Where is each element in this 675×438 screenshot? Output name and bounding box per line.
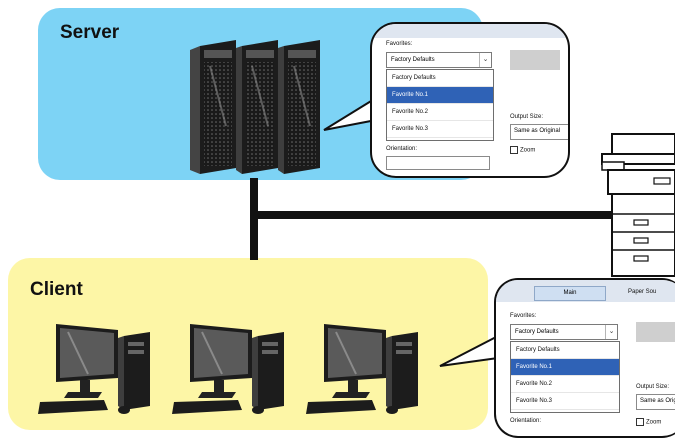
server-rack-icon — [190, 40, 320, 174]
dropdown-option-factory-defaults[interactable]: Factory Defaults — [387, 70, 493, 87]
multifunction-printer-icon — [601, 133, 675, 277]
zoom-checkbox[interactable] — [510, 146, 518, 154]
zoom-label: Zoom — [646, 419, 662, 426]
dropdown-option-favorite-2[interactable]: Favorite No.2 — [511, 376, 619, 393]
client-label: Client — [30, 279, 83, 300]
favorites-dropdown[interactable]: Factory Defaults Favorite No.1 Favorite … — [386, 69, 494, 141]
toolbar-block — [510, 50, 560, 70]
dropdown-option-favorite-1[interactable]: Favorite No.1 — [511, 359, 619, 376]
output-size-label: Output Size: — [636, 384, 670, 390]
desktop-computer-icon — [38, 324, 150, 414]
chevron-down-icon[interactable]: ⌄ — [605, 325, 617, 339]
dropdown-option-favorite-1[interactable]: Favorite No.1 — [387, 87, 493, 104]
dropdown-option-favorite-2[interactable]: Favorite No.2 — [387, 104, 493, 121]
desktop-computer-icon — [172, 324, 284, 414]
client-callout: Main Paper Sou Favorites: Factory Defaul… — [494, 278, 675, 438]
dropdown-option-favorite-3[interactable]: Favorite No.3 — [511, 393, 619, 410]
output-size-select[interactable]: Same as Original — [510, 124, 568, 140]
server-callout-pointer — [323, 96, 378, 131]
tab-paper-source[interactable]: Paper Sou — [628, 289, 657, 295]
favorites-label: Favorites: — [386, 41, 413, 47]
favorites-select-value: Factory Defaults — [391, 57, 435, 63]
network-line-vertical — [250, 178, 258, 260]
favorites-select-value: Factory Defaults — [515, 329, 559, 335]
client-callout-pointer — [439, 334, 500, 367]
zoom-checkbox-row[interactable]: Zoom — [510, 146, 535, 154]
favorites-select[interactable]: Factory Defaults ⌄ — [510, 324, 618, 340]
toolbar-block — [636, 322, 675, 342]
orientation-box[interactable] — [386, 156, 490, 170]
chevron-down-icon[interactable]: ⌄ — [479, 53, 491, 67]
server-label: Server — [60, 22, 120, 43]
orientation-label: Orientation: — [386, 146, 418, 152]
favorites-dropdown[interactable]: Factory Defaults Favorite No.1 Favorite … — [510, 341, 620, 413]
dropdown-option-factory-defaults[interactable]: Factory Defaults — [511, 342, 619, 359]
output-size-select[interactable]: Same as Origi — [636, 394, 675, 410]
zoom-checkbox[interactable] — [636, 418, 644, 426]
toolbar-strip — [372, 24, 568, 38]
favorites-label: Favorites: — [510, 313, 537, 319]
zoom-checkbox-row[interactable]: Zoom — [636, 418, 661, 426]
zoom-label: Zoom — [520, 147, 536, 154]
favorites-select[interactable]: Factory Defaults ⌄ — [386, 52, 492, 68]
tab-main[interactable]: Main — [534, 286, 606, 301]
output-size-label: Output Size: — [510, 114, 544, 120]
tab-main-label: Main — [563, 290, 577, 296]
server-callout: Favorites: Factory Defaults ⌄ Factory De… — [370, 22, 570, 178]
desktop-computer-icon — [306, 324, 418, 414]
dropdown-option-favorite-3[interactable]: Favorite No.3 — [387, 121, 493, 138]
orientation-label: Orientation: — [510, 418, 542, 424]
network-line-horizontal — [254, 211, 614, 219]
